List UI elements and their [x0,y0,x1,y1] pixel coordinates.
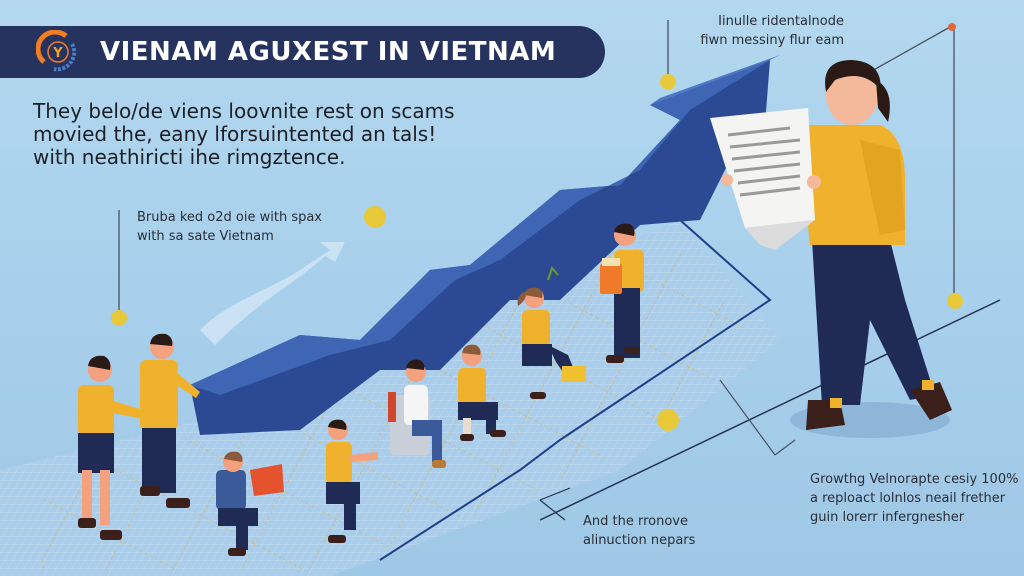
callout-line: And the rronove [583,514,688,529]
coin-icon [657,409,679,431]
callout-line: fiwn messiny flur eam [700,33,844,48]
person-holding-box [600,223,644,363]
callout-line: Bruba ked o2d oie with spax [137,210,323,225]
coins [111,74,963,431]
coin-icon [947,293,963,309]
circular-y-logo-icon: Y [36,30,77,72]
coin-icon [660,74,676,90]
callout-bottom-center: And the rronove alinuction nepars [583,512,695,550]
callout-line: with sa sate Vietnam [137,229,274,244]
person-crouching-yellow-shirt [326,419,378,543]
intro-paragraph: They belo/de viens loovnite rest on scam… [33,100,493,169]
intro-line: with neathiricti ihe rimgztence. [33,145,346,169]
svg-text:Y: Y [52,46,63,61]
coin-icon [364,206,386,228]
person-walking-yellow-shirt [78,355,150,540]
person-pushing-arrow [140,333,200,508]
callout-top-right: Iinulle ridentalnode fiwn messiny flur e… [674,12,844,50]
person-seated-white-shirt [388,359,446,468]
callout-line: a reploact lolnlos neail frether [810,491,1006,506]
title-bar: Y VIENAM AGUXEST IN VIETNAM [0,26,605,78]
callout-line: Iinulle ridentalnode [718,14,844,29]
person-kneeling-with-red-folder [216,451,284,556]
person-seated-yellow-shirt [458,344,506,441]
callout-line: Growthg Velnorapte cesiy 100% [810,472,1019,487]
coin-icon [111,310,127,326]
girl-kneeling-with-plant [517,266,586,399]
page-title: VIENAM AGUXEST IN VIETNAM [100,37,557,67]
callout-bottom-right: Growthg Velnorapte cesiy 100% a reploact… [810,470,1024,527]
woman-reading-document [710,60,952,438]
rising-blue-arrow-icon [190,55,780,435]
callout-left-mid: Bruba ked o2d oie with spax with sa sate… [137,208,322,246]
ghost-arrow-icon [200,242,345,345]
intro-line: They belo/de viens loovnite rest on scam… [33,99,455,123]
intro-line: movied the, eany lforsuintented an tals! [33,122,437,146]
callout-line: alinuction nepars [583,533,696,548]
leader-lines [118,20,956,312]
callout-line: guin lorerr infergnesher [810,510,965,525]
